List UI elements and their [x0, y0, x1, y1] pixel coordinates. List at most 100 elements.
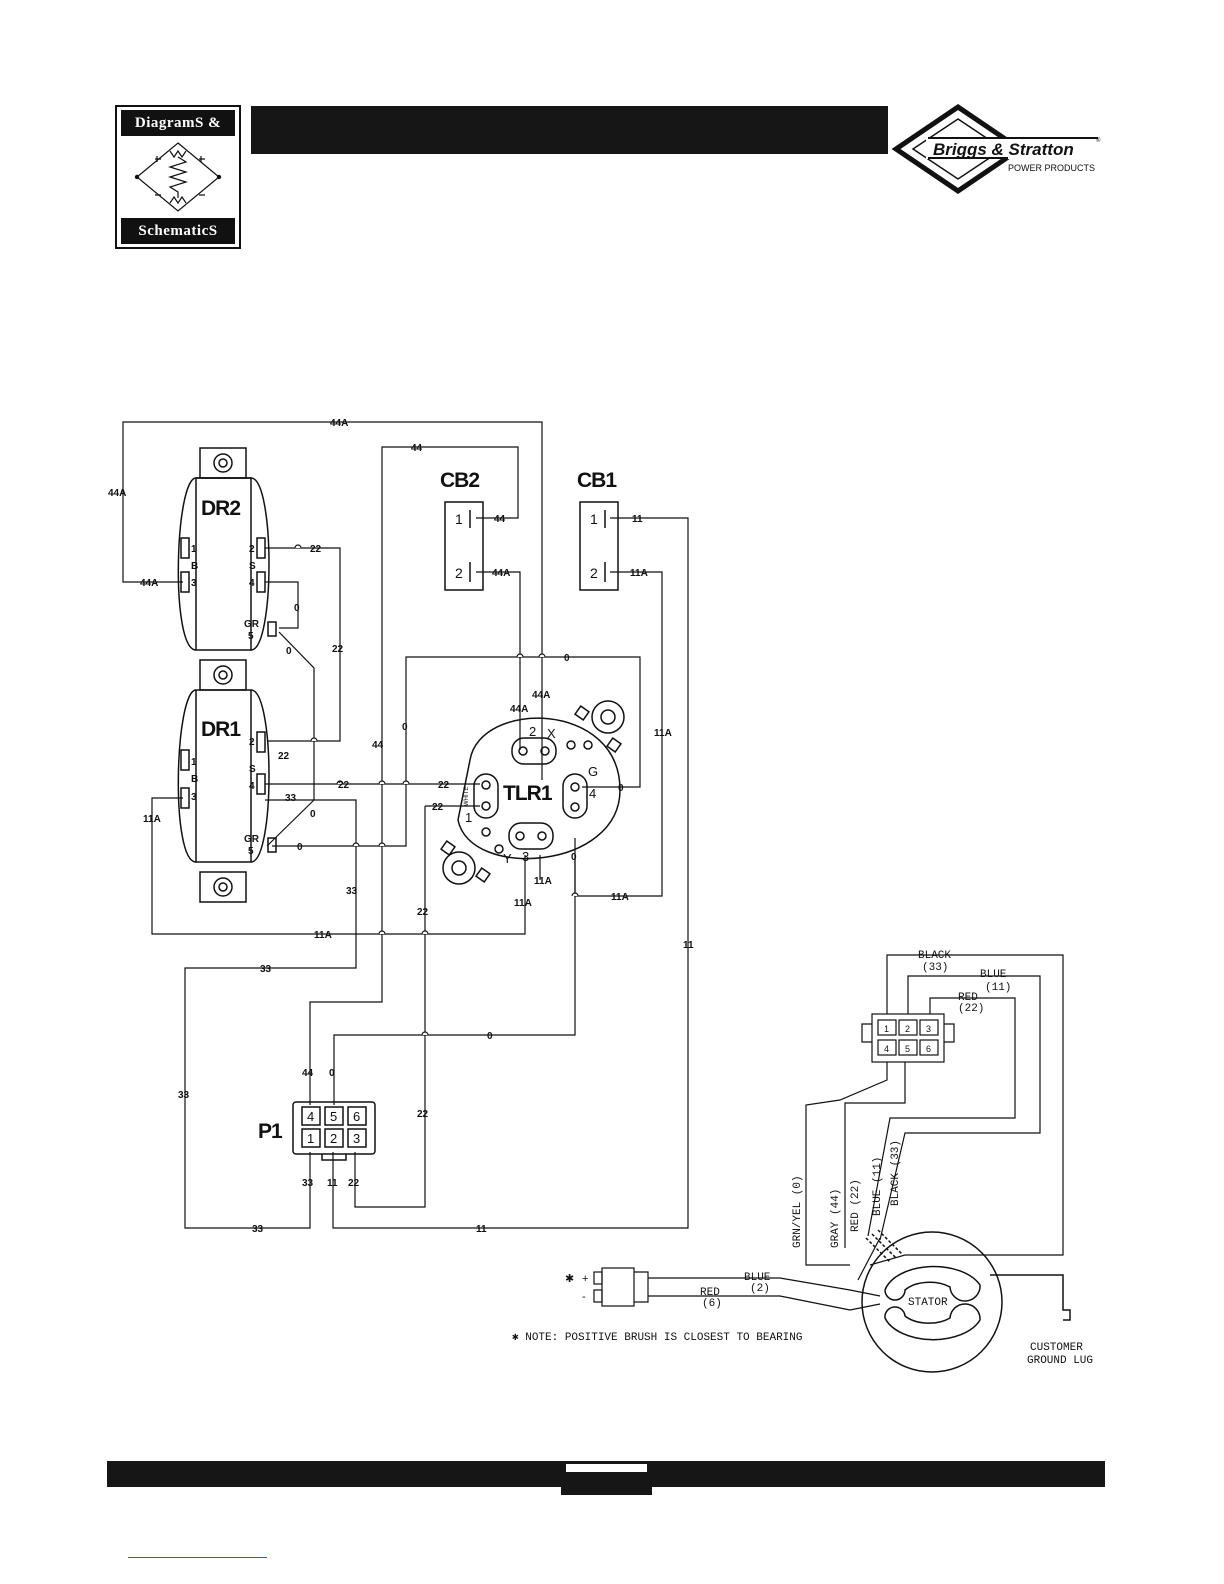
pin-labels: 1 B 3 2 S 4 GR 5 1 B 3 2 S 4 GR 5	[191, 544, 260, 857]
pin-label: 2	[249, 737, 255, 748]
cb-pin-labels: 1 2 1 2	[455, 511, 598, 581]
pin-label: GR	[244, 834, 260, 845]
logo-rectifier-icon	[134, 142, 222, 212]
wire-label: 44	[302, 1068, 314, 1079]
pin-label: 4	[884, 1044, 889, 1054]
pin-label: 5	[905, 1044, 910, 1054]
wire-label: 22	[278, 751, 290, 762]
wire-label: 44A	[330, 418, 348, 429]
pin-label: -	[582, 1291, 586, 1303]
brand-subtitle: POWER PRODUCTS	[1008, 163, 1095, 173]
wire-label: 0	[297, 842, 303, 853]
tlr-pin-labels: 2 X G 4 1 Y 3	[465, 724, 598, 866]
tlr1-label: TLR1	[503, 782, 553, 805]
harness-label: RED (22)	[850, 1179, 862, 1232]
pin-label: X	[547, 726, 556, 741]
harness-pin-labels: 1 2 3 4 5 6	[884, 1024, 931, 1054]
wire-label: 44	[494, 514, 506, 525]
wire-label: 11A	[534, 876, 552, 887]
circuit-breakers	[444, 501, 619, 591]
harness-labels: BLACK (33) BLUE (11) RED (22) GRN/YEL (0…	[700, 950, 1011, 1310]
wire-label: 44	[411, 443, 423, 454]
wire-label: 33	[285, 793, 297, 804]
pin-label: 4	[589, 786, 596, 801]
wire-label: 33	[178, 1090, 190, 1101]
tlr-white-label: WHITE	[464, 787, 470, 806]
pin-label: 4	[249, 578, 255, 589]
pin-label: 2	[905, 1024, 910, 1034]
harness-label: (22)	[958, 1003, 984, 1015]
pin-label: 3	[926, 1024, 931, 1034]
pin-label: GR	[244, 619, 260, 630]
wire-label: 11A	[611, 892, 629, 903]
pin-label: S	[249, 764, 256, 775]
pin-label: 5	[330, 1109, 337, 1124]
note-text: ✱ NOTE: POSITIVE BRUSH IS CLOSEST TO BEA…	[512, 1332, 802, 1344]
dr-modules	[177, 447, 277, 903]
wire-label: 11A	[654, 728, 672, 739]
wire-label: 22	[432, 802, 444, 813]
pin-label: 1	[307, 1131, 314, 1146]
wire-label: 33	[302, 1178, 314, 1189]
pin-label: 2	[330, 1131, 337, 1146]
wire-label: 11A	[143, 814, 161, 825]
wire-label: 11A	[630, 568, 648, 579]
harness-label: (11)	[985, 982, 1011, 994]
pin-label: 6	[926, 1044, 931, 1054]
pin-label: 2	[249, 544, 255, 555]
harness-label: RED	[700, 1287, 720, 1299]
stator-label: STATOR	[908, 1297, 948, 1309]
tlr1-relay	[439, 700, 625, 885]
wiring	[122, 421, 689, 1229]
harness-label: (2)	[750, 1283, 770, 1295]
logo-bottom-text: SchematicS	[121, 218, 235, 244]
cb1-label: CB1	[577, 469, 617, 492]
wire-label: 22	[348, 1178, 360, 1189]
wire-label: 0	[286, 646, 292, 657]
wire-label: 44A	[140, 578, 158, 589]
brush-pin-labels: ✱ + -	[565, 1273, 588, 1303]
harness-label: RED	[958, 992, 978, 1004]
pin-label: G	[588, 764, 598, 779]
wire-label: 0	[329, 1068, 335, 1079]
pin-label: 2	[455, 565, 463, 581]
wire-label: 44A	[492, 568, 510, 579]
wire-label: 0	[618, 783, 624, 794]
harness-label: BLUE	[980, 969, 1007, 981]
diagrams-schematics-logo: DiagramS & SchematicS	[115, 105, 241, 249]
pin-label: B	[191, 561, 198, 572]
harness-label: BLACK	[918, 950, 951, 962]
wire-label: 11	[476, 1224, 487, 1235]
ground-lug-label-1: CUSTOMER	[1030, 1342, 1083, 1354]
wire-label: 0	[487, 1031, 493, 1042]
pin-label: 1	[884, 1024, 889, 1034]
pin-label: S	[249, 561, 256, 572]
wire-label: 33	[260, 964, 272, 975]
wire-label: 22	[332, 644, 344, 655]
wire-label: 0	[571, 852, 577, 863]
pin-label: 3	[191, 792, 197, 803]
wire-labels: 44A 44A 44A 44 44 44A 11 11A 22 0 0 22 0…	[108, 418, 694, 1235]
pin-label: 4	[249, 781, 255, 792]
harness-label: (6)	[702, 1298, 722, 1310]
p1-pin-labels: 4 5 6 1 2 3	[307, 1109, 360, 1146]
harness-label: BLUE (11)	[872, 1157, 884, 1216]
harness-label: BLUE	[744, 1272, 771, 1284]
harness-label: GRN/YEL (0)	[792, 1175, 804, 1248]
pin-label: B	[191, 774, 198, 785]
wire-label: 11	[632, 514, 643, 525]
pin-label: 4	[307, 1109, 314, 1124]
pin-label: 2	[529, 724, 536, 739]
pin-label: 2	[590, 565, 598, 581]
stator	[861, 1229, 1071, 1373]
harness-label: GRAY (44)	[830, 1189, 842, 1248]
wire-label: 22	[417, 1109, 429, 1120]
wire-label: 44	[372, 740, 384, 751]
wire-label: 33	[346, 886, 358, 897]
wire-label: 0	[310, 809, 316, 820]
p1-label: P1	[258, 1120, 283, 1143]
pin-label: 6	[353, 1109, 360, 1124]
wire-label: 11	[683, 940, 694, 951]
bottom-link-underline[interactable]	[128, 1557, 267, 1558]
pin-label: 1	[191, 757, 197, 768]
